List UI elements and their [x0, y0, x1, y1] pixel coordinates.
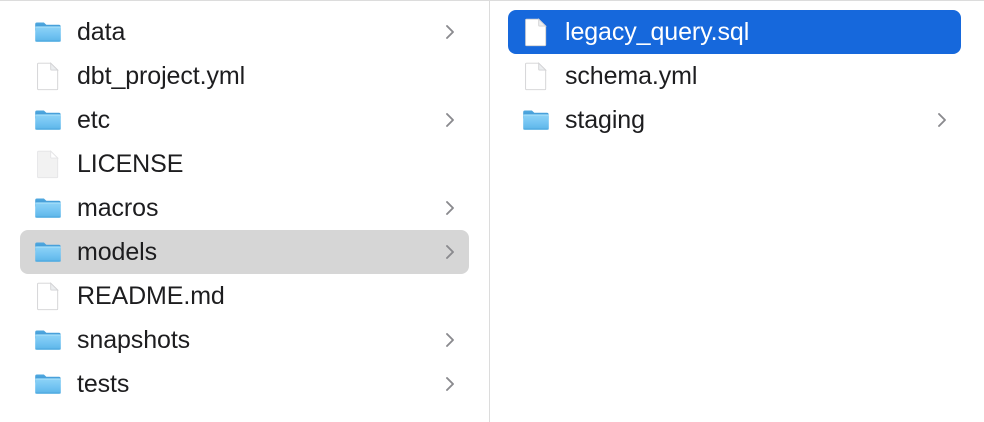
generic-file-icon	[32, 148, 64, 180]
row-label: models	[77, 239, 157, 265]
document-icon	[520, 60, 552, 92]
document-icon	[32, 60, 64, 92]
chevron-right-icon[interactable]	[443, 197, 457, 219]
row-label: macros	[77, 195, 159, 221]
folder-row[interactable]: macros	[20, 186, 469, 230]
chevron-right-icon[interactable]	[443, 373, 457, 395]
row-label: dbt_project.yml	[77, 63, 246, 89]
row-label: schema.yml	[565, 63, 698, 89]
chevron-right-icon[interactable]	[443, 329, 457, 351]
row-label: data	[77, 19, 126, 45]
document-icon	[32, 280, 64, 312]
folder-row[interactable]: staging	[508, 98, 961, 142]
folder-icon	[32, 192, 64, 224]
row-label: README.md	[77, 283, 225, 309]
folder-icon	[520, 104, 552, 136]
file-row[interactable]: schema.yml	[508, 54, 961, 98]
folder-icon	[32, 368, 64, 400]
chevron-placeholder	[935, 21, 949, 43]
file-column-1[interactable]: data dbt_project.yml etc	[0, 1, 490, 422]
file-row[interactable]: README.md	[20, 274, 469, 318]
folder-icon	[32, 16, 64, 48]
chevron-right-icon[interactable]	[935, 109, 949, 131]
file-column-2[interactable]: legacy_query.sql schema.yml staging	[490, 1, 983, 422]
chevron-placeholder	[443, 153, 457, 175]
file-row[interactable]: dbt_project.yml	[20, 54, 469, 98]
document-icon	[520, 16, 552, 48]
folder-icon	[32, 324, 64, 356]
chevron-right-icon[interactable]	[443, 21, 457, 43]
folder-icon	[32, 236, 64, 268]
row-label: tests	[77, 371, 130, 397]
row-label: legacy_query.sql	[565, 19, 750, 45]
folder-row[interactable]: models	[20, 230, 469, 274]
folder-row[interactable]: tests	[20, 362, 469, 406]
row-label: etc	[77, 107, 111, 133]
file-row[interactable]: LICENSE	[20, 142, 469, 186]
row-label: LICENSE	[77, 151, 184, 177]
chevron-placeholder	[443, 285, 457, 307]
folder-icon	[32, 104, 64, 136]
folder-row[interactable]: data	[20, 10, 469, 54]
row-label: staging	[565, 107, 645, 133]
row-label: snapshots	[77, 327, 191, 353]
chevron-right-icon[interactable]	[443, 109, 457, 131]
folder-row[interactable]: snapshots	[20, 318, 469, 362]
chevron-placeholder	[935, 65, 949, 87]
chevron-placeholder	[443, 65, 457, 87]
folder-row[interactable]: etc	[20, 98, 469, 142]
chevron-right-icon[interactable]	[443, 241, 457, 263]
file-row[interactable]: legacy_query.sql	[508, 10, 961, 54]
